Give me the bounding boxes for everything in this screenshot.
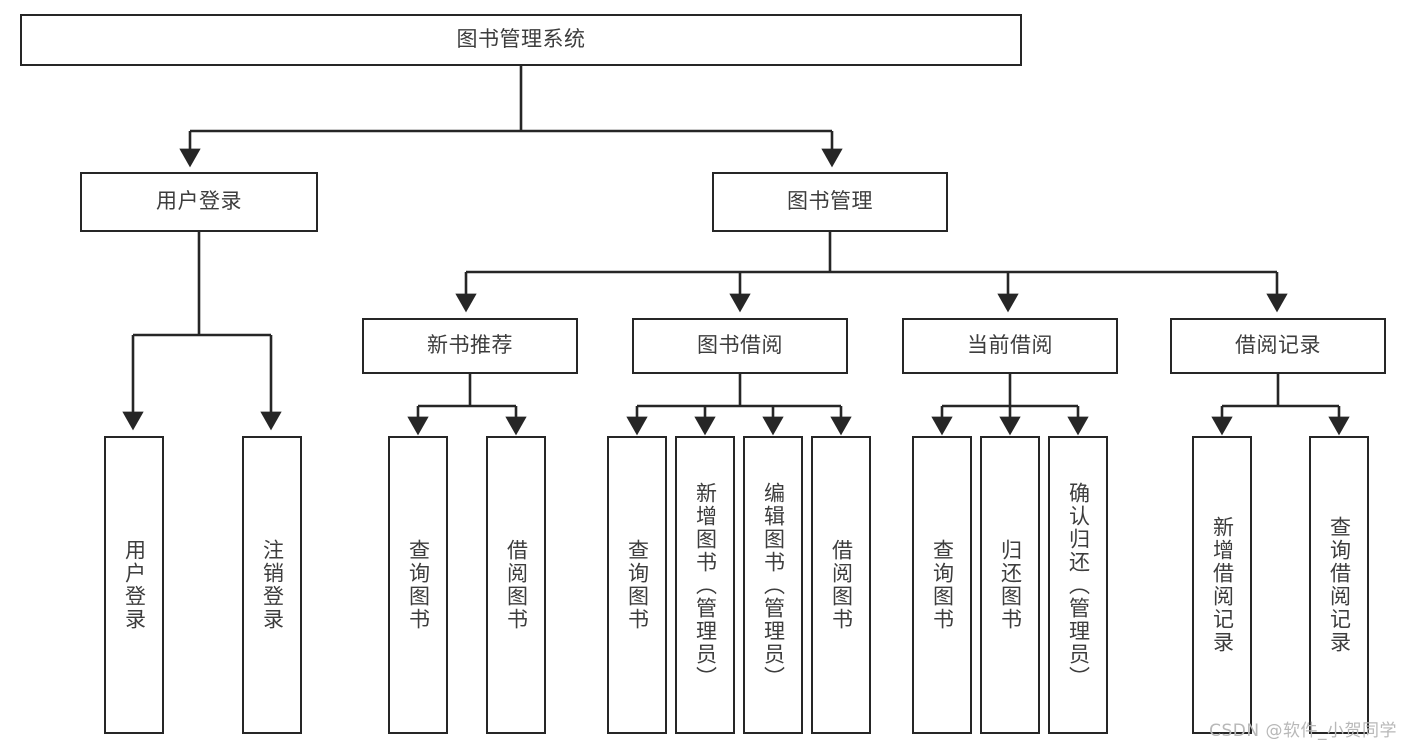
node-label: 注销登录: [260, 539, 285, 631]
node-new-book-recommend[interactable]: 新书推荐: [362, 318, 578, 374]
node-label: 查询图书: [406, 539, 431, 631]
leaf-add-borrow-record[interactable]: 新增借阅记录: [1192, 436, 1252, 734]
node-label: 借阅图书: [829, 539, 854, 631]
node-book-borrow[interactable]: 图书借阅: [632, 318, 848, 374]
node-label: 查询图书: [930, 539, 955, 631]
node-label: 图书借阅: [697, 333, 783, 358]
node-label: 用户登录: [122, 539, 147, 631]
leaf-query-book-recommend[interactable]: 查询图书: [388, 436, 448, 734]
node-root-system[interactable]: 图书管理系统: [20, 14, 1022, 66]
leaf-borrow-book-recommend[interactable]: 借阅图书: [486, 436, 546, 734]
leaf-logout[interactable]: 注销登录: [242, 436, 302, 734]
leaf-add-book-admin[interactable]: 新增图书（管理员）: [675, 436, 735, 734]
leaf-borrow-book[interactable]: 借阅图书: [811, 436, 871, 734]
watermark-text: CSDN @软件_小贺同学: [1209, 721, 1397, 741]
node-label: 新增借阅记录: [1210, 516, 1235, 654]
leaf-return-book[interactable]: 归还图书: [980, 436, 1040, 734]
node-user-login[interactable]: 用户登录: [80, 172, 318, 232]
leaf-confirm-return-admin[interactable]: 确认归还（管理员）: [1048, 436, 1108, 734]
node-label: 编辑图书（管理员）: [761, 481, 786, 689]
leaf-query-book-current[interactable]: 查询图书: [912, 436, 972, 734]
node-label: 用户登录: [156, 189, 242, 214]
node-borrow-record[interactable]: 借阅记录: [1170, 318, 1386, 374]
node-label: 图书管理: [787, 189, 873, 214]
leaf-query-borrow-record[interactable]: 查询借阅记录: [1309, 436, 1369, 734]
node-label: 新书推荐: [427, 333, 513, 358]
node-book-management[interactable]: 图书管理: [712, 172, 948, 232]
leaf-query-book-borrow[interactable]: 查询图书: [607, 436, 667, 734]
node-label: 图书管理系统: [456, 27, 586, 52]
node-label: 确认归还（管理员）: [1066, 481, 1091, 689]
node-label: 借阅图书: [504, 539, 529, 631]
node-label: 当前借阅: [967, 333, 1053, 358]
node-label: 新增图书（管理员）: [693, 481, 718, 689]
node-label: 归还图书: [998, 539, 1023, 631]
node-label: 查询借阅记录: [1327, 516, 1352, 654]
node-label: 借阅记录: [1235, 333, 1321, 358]
leaf-user-login[interactable]: 用户登录: [104, 436, 164, 734]
node-label: 查询图书: [625, 539, 650, 631]
node-current-borrow[interactable]: 当前借阅: [902, 318, 1118, 374]
leaf-edit-book-admin[interactable]: 编辑图书（管理员）: [743, 436, 803, 734]
